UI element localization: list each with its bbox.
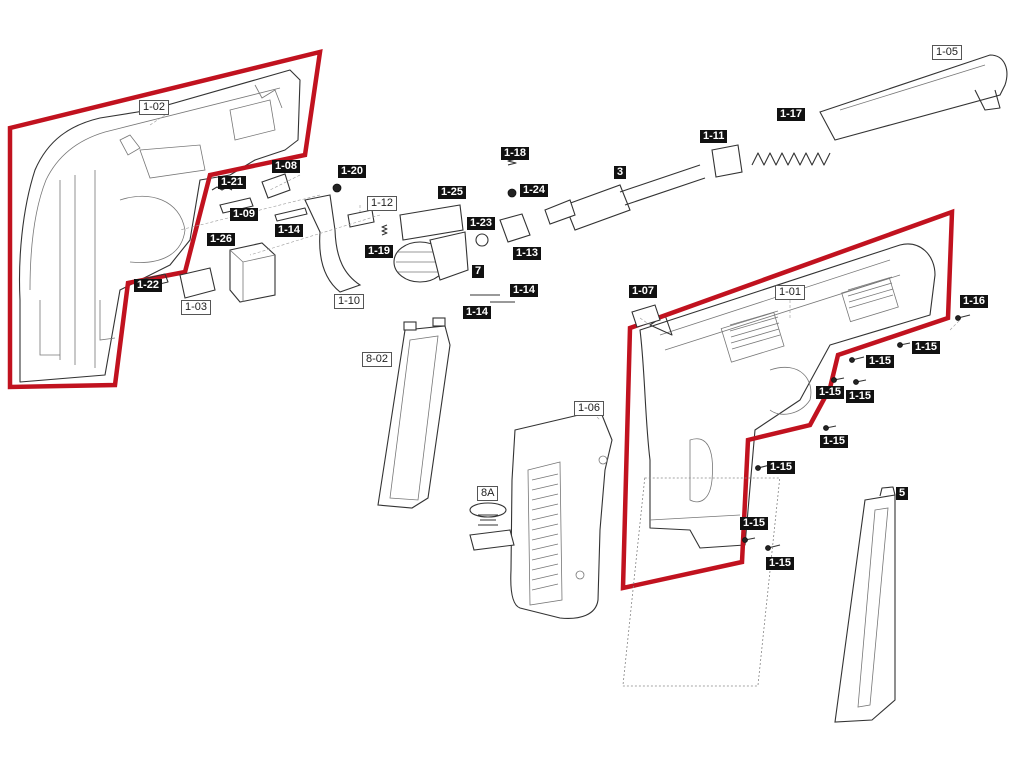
label-1-22: 1-22 (134, 279, 163, 292)
label-1-21: 1-21 (218, 176, 247, 189)
label-1-15-f: 1-15 (767, 461, 796, 474)
label-8a: 8A (477, 486, 499, 501)
label-1-19: 1-19 (365, 245, 394, 258)
left-frame-highlight (7, 49, 323, 390)
magazine-base-8a (469, 502, 515, 551)
label-1-24: 1-24 (520, 184, 549, 197)
label-1-02: 1-02 (139, 100, 170, 115)
label-1-15-g: 1-15 (740, 517, 769, 530)
label-1-25: 1-25 (438, 186, 467, 199)
label-1-15-d: 1-15 (846, 390, 875, 403)
label-1-12: 1-12 (367, 196, 398, 211)
internal-parts (139, 54, 1008, 303)
label-1-14-b: 1-14 (510, 284, 539, 297)
label-7: 7 (472, 265, 485, 278)
label-1-14-c: 1-14 (463, 306, 492, 319)
grip-panel (510, 409, 613, 619)
magazine-5 (622, 477, 896, 723)
right-frame-highlight (620, 208, 955, 591)
label-1-08: 1-08 (272, 160, 301, 173)
label-1-16: 1-16 (960, 295, 989, 308)
label-1-01: 1-01 (775, 285, 806, 300)
part-1-07 (631, 304, 661, 328)
label-1-15-e: 1-15 (820, 435, 849, 448)
label-1-05: 1-05 (932, 45, 963, 60)
label-1-13: 1-13 (513, 247, 542, 260)
screws (742, 314, 971, 551)
magazine-8-02 (377, 317, 451, 509)
label-1-06: 1-06 (574, 401, 605, 416)
label-3: 3 (614, 166, 627, 179)
label-1-15-h: 1-15 (766, 557, 795, 570)
label-5: 5 (896, 487, 909, 500)
label-1-23: 1-23 (467, 217, 496, 230)
label-1-15-b: 1-15 (866, 355, 895, 368)
label-1-17: 1-17 (777, 108, 806, 121)
label-1-07: 1-07 (629, 285, 658, 298)
label-1-09: 1-09 (230, 208, 259, 221)
label-1-11: 1-11 (700, 130, 728, 143)
label-8-02: 8-02 (362, 352, 393, 367)
label-1-14-a: 1-14 (275, 224, 304, 237)
label-1-18: 1-18 (501, 147, 530, 160)
label-1-15-a: 1-15 (912, 341, 941, 354)
label-1-10: 1-10 (334, 294, 365, 309)
label-1-03: 1-03 (181, 300, 212, 315)
label-1-26: 1-26 (207, 233, 236, 246)
label-1-15-c: 1-15 (816, 386, 845, 399)
label-1-20: 1-20 (338, 165, 367, 178)
